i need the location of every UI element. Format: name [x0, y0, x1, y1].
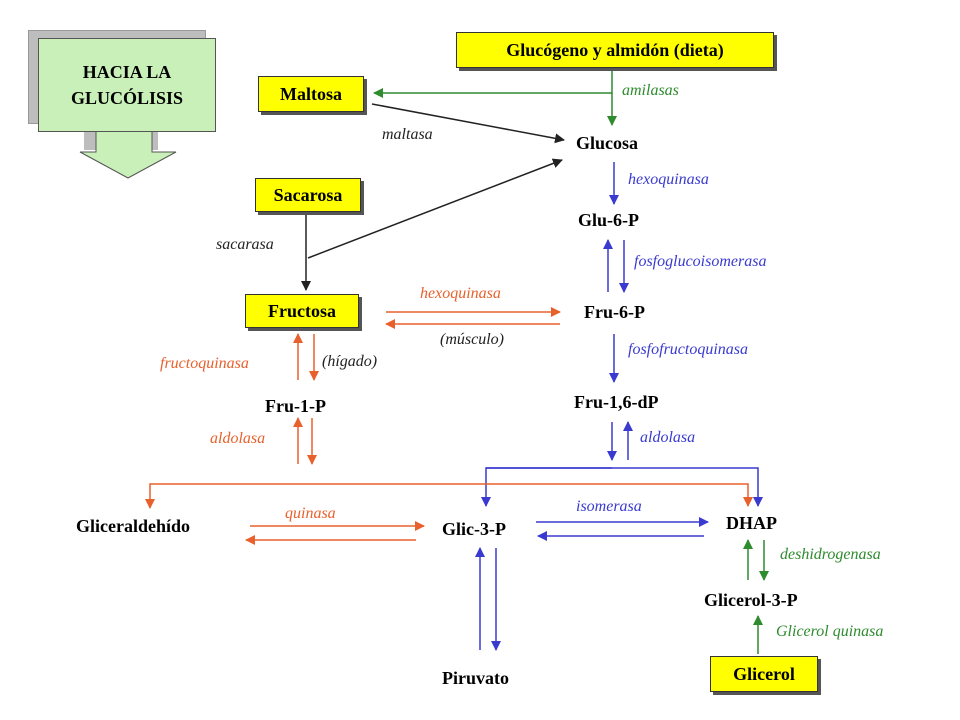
enzyme-fosfofructoquinasa: fosfofructoquinasa	[628, 341, 749, 358]
maltosa-box: Maltosa	[258, 76, 364, 112]
glicerol-box: Glicerol	[710, 656, 818, 692]
node-fru6p: Fru-6-P	[584, 302, 645, 322]
arrow-sacarosa-glucosa	[307, 158, 563, 259]
node-fru16dp: Fru-1,6-dP	[574, 392, 659, 412]
enzyme-hexoquinasa-glucosa: hexoquinasa	[628, 171, 709, 188]
enzyme-higado: (hígado)	[322, 353, 378, 370]
maltosa-label: Maltosa	[280, 83, 342, 104]
enzyme-quinasa: quinasa	[285, 505, 336, 522]
enzyme-sacarasa: sacarasa	[216, 236, 274, 253]
enzyme-aldolasa-fru16dp: aldolasa	[640, 429, 696, 446]
enzyme-fosfoglucoisomerasa: fosfoglucoisomerasa	[634, 253, 767, 270]
node-piruvato: Piruvato	[442, 668, 509, 688]
arrow-split-dhap	[486, 467, 763, 507]
header-callout: HACIA LA GLUCÓLISIS	[28, 30, 228, 180]
enzyme-maltasa: maltasa	[382, 126, 433, 143]
fructosa-box: Fructosa	[245, 294, 359, 328]
enzyme-deshidrogenasa: deshidrogenasa	[780, 546, 881, 563]
arrow-maltosa-glucosa	[371, 103, 565, 144]
enzyme-glicerol-quinasa: Glicerol quinasa	[776, 623, 884, 640]
enzyme-musculo: (músculo)	[440, 331, 504, 348]
node-glic3p: Glic-3-P	[442, 519, 506, 539]
down-arrow-shape	[79, 129, 177, 179]
node-glu6p: Glu-6-P	[578, 210, 639, 230]
enzyme-fructoquinasa: fructoquinasa	[160, 355, 249, 372]
enzyme-amilasas: amilasas	[622, 82, 679, 99]
header-line1: HACIA LA	[82, 62, 172, 82]
glicerol-label: Glicerol	[733, 663, 795, 684]
node-glicerol3p: Glicerol-3-P	[704, 590, 798, 610]
enzyme-hexoquinasa-fructosa: hexoquinasa	[420, 285, 501, 302]
node-gliceraldehido: Gliceraldehído	[76, 516, 190, 536]
header-callout-box: HACIA LA GLUCÓLISIS	[38, 38, 216, 132]
enzyme-aldolasa-fru1p: aldolasa	[210, 430, 266, 447]
sacarosa-label: Sacarosa	[273, 184, 343, 205]
header-line2: GLUCÓLISIS	[70, 88, 184, 108]
node-dhap: DHAP	[726, 513, 777, 533]
glucogeno-label: Glucógeno y almidón (dieta)	[506, 39, 724, 60]
enzyme-isomerasa: isomerasa	[576, 498, 642, 515]
fructosa-label: Fructosa	[268, 300, 336, 321]
node-glucosa: Glucosa	[576, 133, 639, 153]
arrow-orange-gliceraldehido	[145, 483, 312, 509]
glucogeno-box: Glucógeno y almidón (dieta)	[456, 32, 774, 68]
sacarosa-box: Sacarosa	[255, 178, 361, 212]
node-fru1p: Fru-1-P	[265, 396, 326, 416]
arrow-orange-dhap	[312, 483, 753, 507]
